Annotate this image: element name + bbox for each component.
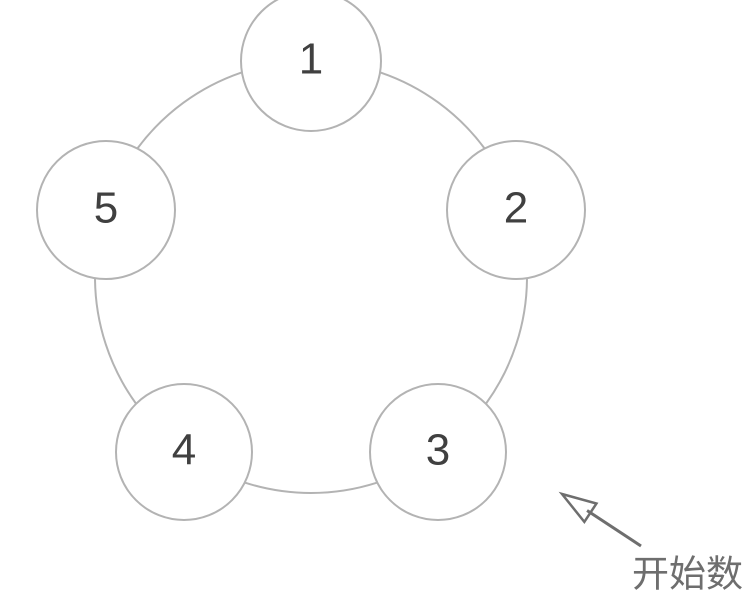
node-1[interactable]: 1 bbox=[240, 0, 382, 132]
node-1-circle[interactable] bbox=[240, 0, 382, 132]
node-1-label: 1 bbox=[299, 35, 323, 84]
start-arrow-shaft bbox=[586, 509, 642, 548]
node-2[interactable]: 2 bbox=[446, 140, 586, 280]
node-4-label: 4 bbox=[172, 426, 196, 475]
node-2-label: 2 bbox=[504, 184, 528, 233]
start-arrow-head bbox=[558, 491, 599, 525]
node-3[interactable]: 3 bbox=[369, 383, 507, 521]
node-5-circle[interactable] bbox=[36, 140, 176, 280]
node-layer: 1 2 3 4 5 bbox=[36, 0, 586, 521]
node-4-circle[interactable] bbox=[115, 383, 253, 521]
edge-1-to-2 bbox=[380, 71, 486, 150]
node-5[interactable]: 5 bbox=[36, 140, 176, 280]
node-3-circle[interactable] bbox=[369, 383, 507, 521]
node-4[interactable]: 4 bbox=[115, 383, 253, 521]
node-5-label: 5 bbox=[94, 184, 118, 233]
start-annotation-label: 开始数 bbox=[632, 553, 743, 596]
start-annotation: 开始数 bbox=[558, 491, 743, 596]
edge-3-to-4 bbox=[244, 481, 378, 494]
edge-layer bbox=[94, 71, 528, 494]
edge-2-to-3 bbox=[485, 278, 528, 404]
edge-5-to-1 bbox=[136, 71, 242, 150]
edge-4-to-5 bbox=[94, 278, 137, 404]
node-2-circle[interactable] bbox=[446, 140, 586, 280]
node-3-label: 3 bbox=[426, 426, 450, 475]
